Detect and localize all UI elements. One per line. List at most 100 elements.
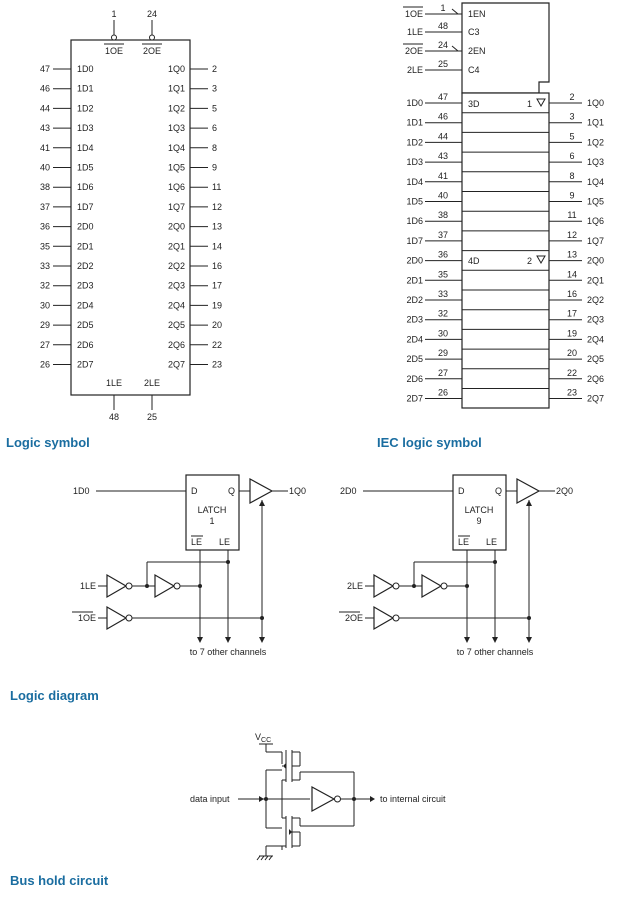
latch-pin-le: LE	[486, 537, 497, 547]
pin-label: 1Q7	[168, 202, 185, 212]
pin-number: 29	[40, 320, 50, 330]
latch-pin-d: D	[191, 486, 198, 496]
pin-label: 2D0	[77, 222, 94, 232]
pin-number: 5	[212, 103, 217, 113]
pin-label: 1D4	[77, 143, 94, 153]
inverter-icon	[421, 573, 443, 599]
iec-control-label: 1LE	[407, 27, 423, 37]
inversion-bubble-icon	[149, 34, 155, 41]
iec-output-label: 1Q1	[587, 118, 604, 128]
pin-number: 32	[438, 309, 448, 319]
pin-number: 13	[567, 250, 577, 260]
pin-number: 27	[438, 368, 448, 378]
pin-label: 2Q1	[168, 241, 185, 251]
pin-number: 48	[438, 21, 448, 31]
pin-label: 2Q7	[168, 360, 185, 370]
arrow-up-icon	[526, 500, 532, 506]
pin-number: 3	[212, 84, 217, 94]
tristate-output-icon	[536, 255, 546, 265]
iec-output-label: 1Q0	[587, 98, 604, 108]
iec-input-label: 2D0	[406, 256, 423, 266]
latch-block	[452, 474, 507, 551]
caption-logic-diagram: Logic diagram	[10, 688, 99, 703]
pin-number: 17	[567, 309, 577, 319]
pin-number: 40	[438, 191, 448, 201]
inversion-bubble-icon	[111, 34, 117, 41]
pin-label: 1D5	[77, 163, 94, 173]
pin-number: 19	[212, 300, 222, 310]
iec-input-label: 2D2	[406, 295, 423, 305]
pin-number: 22	[212, 340, 222, 350]
inverter-icon	[373, 573, 395, 599]
pin-label: 1Q5	[168, 163, 185, 173]
pin-label: 2Q5	[168, 320, 185, 330]
iec-input-label: 1D7	[406, 236, 423, 246]
pin-number: 20	[212, 320, 222, 330]
pin-label: 2Q3	[168, 281, 185, 291]
pin-label: 1D0	[77, 64, 94, 74]
iec-input-label: 2D6	[406, 374, 423, 384]
pin-number: 11	[212, 182, 221, 192]
iec-input-label: 1D4	[406, 177, 423, 187]
iec-output-label: 2Q2	[587, 295, 604, 305]
pin-number: 20	[567, 348, 577, 358]
inverter-icon	[154, 573, 176, 599]
pin-label: 1OE	[105, 46, 123, 56]
iec-output-label: 2Q5	[587, 354, 604, 364]
pin-number: 37	[438, 230, 448, 240]
pin-number: 47	[438, 92, 448, 102]
pin-label: 1D7	[77, 202, 94, 212]
pin-number: 43	[40, 123, 50, 133]
other-channels-note: to 7 other channels	[457, 647, 534, 657]
latch-pin-d: D	[458, 486, 465, 496]
iec-output-label: 1Q7	[587, 236, 604, 246]
iec-control-label: 2OE	[405, 46, 423, 56]
iec-input-label: 2D4	[406, 334, 423, 344]
iec-input-label: 1D5	[406, 197, 423, 207]
pin-number: 24	[438, 40, 448, 50]
latch-pin-le-bar: LE	[191, 537, 202, 547]
pin-label: 1LE	[106, 378, 122, 388]
pin-number: 30	[40, 300, 50, 310]
iec-output-label: 1Q5	[587, 197, 604, 207]
pin-number: 36	[438, 250, 448, 260]
pin-label: 2D2	[77, 261, 94, 271]
pin-number: 25	[147, 412, 157, 422]
caption-iec-symbol: IEC logic symbol	[377, 435, 482, 450]
pin-label: 1D2	[77, 103, 94, 113]
iec-output-label: 1Q4	[587, 177, 604, 187]
iec-output-label: 2Q0	[587, 256, 604, 266]
pin-number: 48	[109, 412, 119, 422]
pin-number: 1	[111, 9, 116, 19]
arrow-down-icon	[197, 637, 203, 643]
pin-number: 13	[212, 222, 222, 232]
le-input-label: 1LE	[80, 581, 96, 591]
pin-number: 2	[212, 64, 217, 74]
tristate-buffer-icon	[249, 477, 274, 505]
pin-number: 29	[438, 348, 448, 358]
iec-control-function: C3	[468, 27, 480, 37]
iec-output-label: 2Q4	[587, 334, 604, 344]
pin-number: 9	[212, 163, 217, 173]
vcc-label: VCC	[255, 732, 271, 744]
iec-input-label: 2D7	[406, 394, 423, 404]
channel-input-label: 1D0	[73, 486, 90, 496]
pin-label: 2D3	[77, 281, 94, 291]
pin-label: 2Q4	[168, 300, 185, 310]
caption-logic-symbol: Logic symbol	[6, 435, 90, 450]
iec-output-label: 2Q1	[587, 275, 604, 285]
pin-label: 1Q1	[168, 84, 185, 94]
enable-flag-icon	[451, 8, 460, 15]
arrow-down-icon	[259, 637, 265, 643]
arrow-icon	[370, 796, 375, 802]
pin-number: 16	[212, 261, 222, 271]
pin-number: 35	[438, 269, 448, 279]
latch-pin-le: LE	[219, 537, 230, 547]
oe-input-label: 2OE	[345, 613, 363, 623]
iec-input-label: 2D5	[406, 354, 423, 364]
iec-input-label: 1D0	[406, 98, 423, 108]
internal-circuit-label: to internal circuit	[380, 794, 446, 804]
iec-control-function: 2EN	[468, 46, 486, 56]
